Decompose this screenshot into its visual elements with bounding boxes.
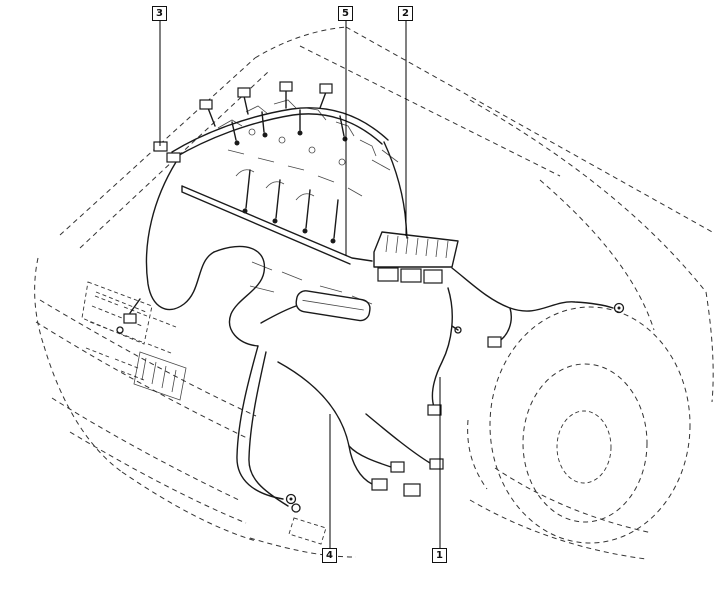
callout-1-label: 1 xyxy=(436,549,443,561)
callout-4-label: 4 xyxy=(326,549,333,561)
engine-harness xyxy=(129,89,614,507)
callout-5-label: 5 xyxy=(342,7,349,19)
callout-3-label: 3 xyxy=(156,7,163,19)
callout-5: 5 xyxy=(338,6,353,21)
callout-3: 3 xyxy=(152,6,167,21)
engine-detail xyxy=(217,99,399,305)
fuse-relay-box xyxy=(373,231,459,284)
car-body-outline xyxy=(34,26,715,560)
callout-2: 2 xyxy=(398,6,413,21)
leader-lines xyxy=(159,21,441,548)
ecu-module xyxy=(295,290,371,322)
hatched-component xyxy=(133,351,187,401)
headlight-outline xyxy=(81,281,153,345)
wheel-arch xyxy=(489,306,691,544)
callout-4: 4 xyxy=(322,548,337,563)
harness-connectors xyxy=(116,81,625,513)
callout-2-label: 2 xyxy=(402,7,409,19)
callout-1: 1 xyxy=(432,548,447,563)
